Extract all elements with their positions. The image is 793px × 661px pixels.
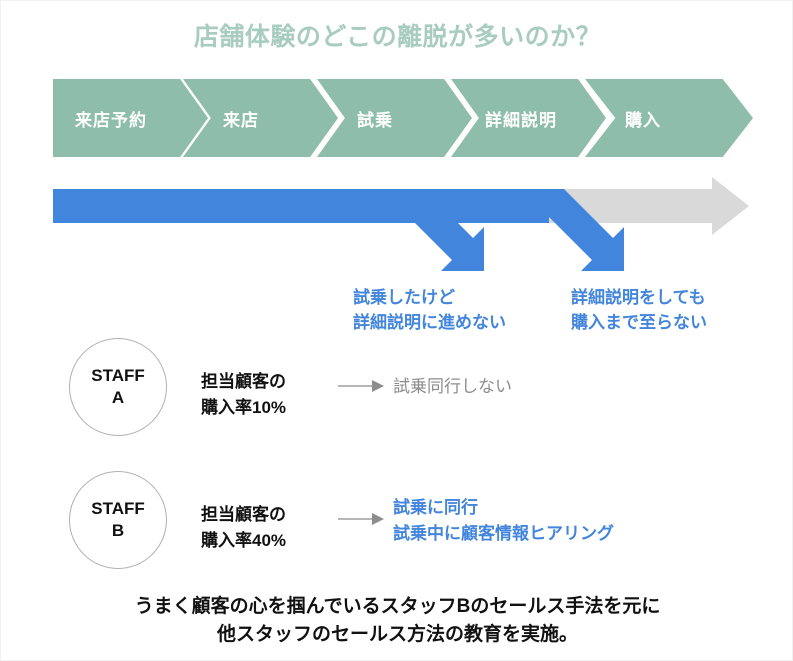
blue-main-flow-bar bbox=[53, 189, 549, 223]
funnel-stage-3[interactable]: 詳細説明 bbox=[451, 79, 606, 157]
staff-b-behavior: 試乗に同行 試乗中に顧客情報ヒアリング bbox=[393, 495, 614, 546]
staff-a-metric-line1: 担当顧客の bbox=[201, 372, 286, 391]
funnel-stage-label: 来店 bbox=[223, 110, 259, 130]
dropoff-callout-1: 試乗したけど 詳細説明に進めない bbox=[353, 286, 506, 335]
conclusion-line1: うまく顧客の心を掴んでいるスタッフBのセールス手法を元に bbox=[134, 596, 661, 617]
staff-b-avatar[interactable]: STAFF B bbox=[69, 471, 167, 569]
page-title: 店舗体験のどこの離脱が多いのか？ bbox=[193, 23, 602, 51]
staff-b-behavior-line1: 試乗に同行 bbox=[393, 498, 478, 517]
dropoff-branch-arrow-2 bbox=[530, 189, 624, 271]
staff-a-metric-line2: 購入率10% bbox=[201, 397, 287, 417]
staff-a-behavior-line1: 試乗同行しない bbox=[393, 377, 512, 396]
dropoff-callout-1-line2: 詳細説明に進めない bbox=[353, 312, 506, 332]
staff-b-connector-arrow bbox=[338, 513, 384, 525]
staff-b-name-line1: STAFF bbox=[91, 498, 145, 518]
conclusion-line2: 他スタッフのセールス方法の教育を実施。 bbox=[216, 623, 578, 645]
staff-a-metric: 担当顧客の 購入率10% bbox=[201, 369, 286, 420]
funnel-stage-label: 来店予約 bbox=[75, 110, 147, 130]
staff-a-avatar[interactable]: STAFF A bbox=[69, 338, 167, 436]
funnel-stage-2[interactable]: 試乗 bbox=[317, 79, 472, 157]
dropoff-callout-2: 詳細説明をしても 購入まで至らない bbox=[571, 286, 707, 335]
staff-b-behavior-line2: 試乗中に顧客情報ヒアリング bbox=[393, 523, 614, 543]
staff-a-name-line2: A bbox=[111, 388, 125, 407]
funnel-stage-row: 来店予約 来店 試乗 詳細説明 購入 bbox=[53, 79, 753, 157]
funnel-stage-label: 購入 bbox=[625, 110, 661, 130]
dropoff-branch-arrow-1 bbox=[390, 189, 484, 271]
dropoff-callout-2-line1: 詳細説明をしても bbox=[571, 288, 706, 307]
funnel-stage-label: 試乗 bbox=[357, 110, 393, 130]
staff-a-name-line1: STAFF bbox=[91, 365, 145, 385]
gray-continuation-arrow bbox=[501, 177, 749, 235]
funnel-stage-0[interactable]: 来店予約 bbox=[53, 79, 208, 157]
staff-b-metric: 担当顧客の 購入率40% bbox=[201, 502, 286, 553]
staff-a-connector-arrow bbox=[338, 380, 384, 392]
conclusion-text: うまく顧客の心を掴んでいるスタッフBのセールス手法を元に 他スタッフのセールス方… bbox=[1, 593, 792, 648]
dropoff-callout-1-line1: 試乗したけど bbox=[353, 288, 455, 307]
staff-a-behavior: 試乗同行しない bbox=[393, 374, 512, 400]
funnel-stage-4[interactable]: 購入 bbox=[585, 79, 753, 157]
dropoff-callout-2-line2: 購入まで至らない bbox=[571, 312, 707, 332]
staff-b-name-line2: B bbox=[111, 521, 125, 540]
staff-b-metric-line1: 担当顧客の bbox=[201, 505, 286, 524]
funnel-stage-label: 詳細説明 bbox=[485, 110, 557, 130]
staff-b-metric-line2: 購入率40% bbox=[201, 530, 287, 550]
